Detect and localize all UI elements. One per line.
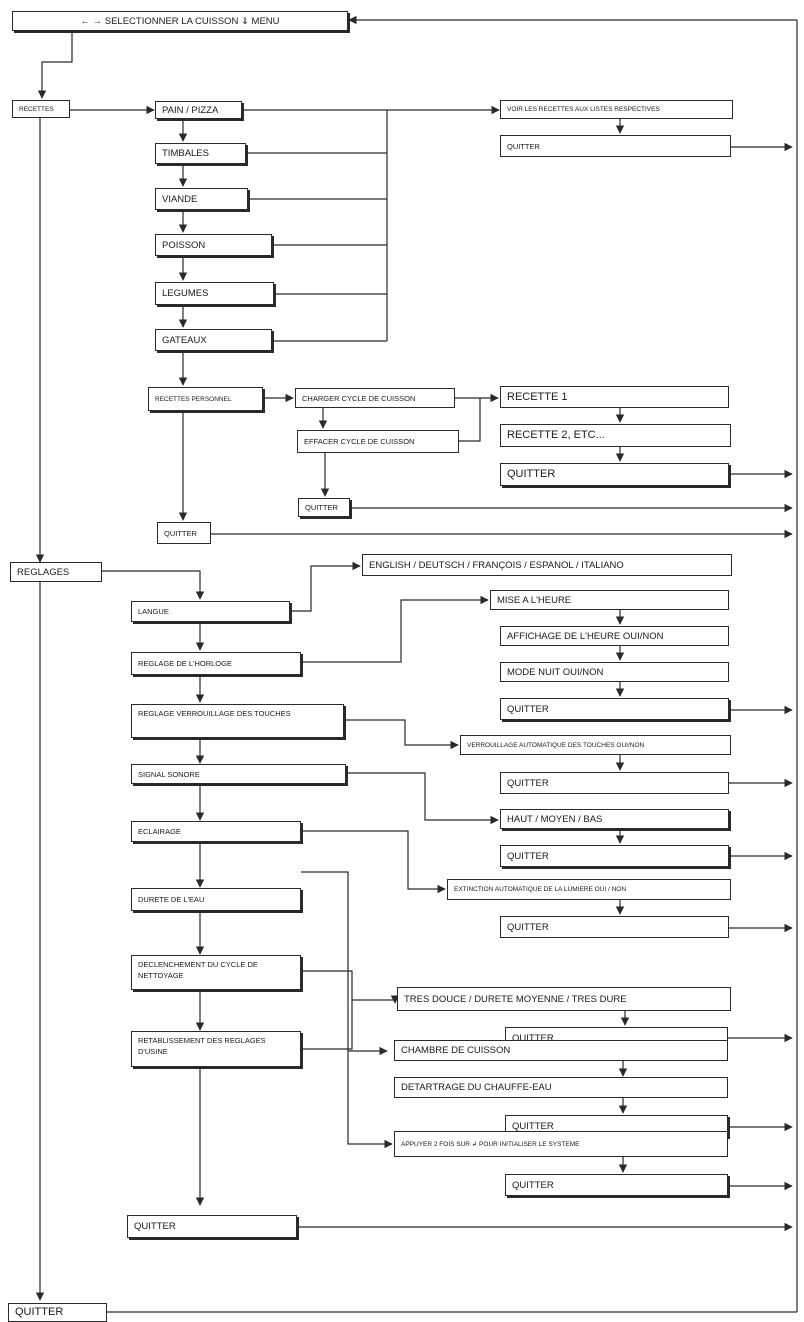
- gateaux-box: GATEAUX: [155, 329, 272, 351]
- langue-box: LANGUE: [131, 601, 290, 622]
- quitter-recettes-box: QUITTER: [500, 135, 731, 157]
- signal-box: SIGNAL SONORE: [131, 764, 346, 784]
- quitter-final-box: QUITTER: [8, 1303, 107, 1322]
- recette-1-box: RECETTE 1: [500, 386, 729, 408]
- durete-box: DURETE DE L'EAU: [131, 888, 301, 911]
- mise-heure-box: MISE A L'HEURE: [490, 590, 729, 610]
- quitter-horloge-box: QUITTER: [500, 698, 729, 720]
- charger-cycle-box: CHARGER CYCLE DE CUISSON: [295, 388, 455, 408]
- haut-moyen-bas-box: HAUT / MOYEN / BAS: [500, 809, 729, 829]
- main-menu-box: ← → SELECTIONNER LA CUISSON ⇓ MENU: [12, 11, 348, 31]
- recettes-personnel-box: RECETTES PERSONNEL: [148, 387, 263, 411]
- eclairage-box: ECLAIRAGE: [131, 821, 301, 842]
- quitter-signal-box: QUITTER: [500, 845, 729, 867]
- verrouillage-auto-box: VERROUILLAGE AUTOMATIQUE DES TOUCHES OUI…: [460, 735, 731, 755]
- declenchement-box: DECLENCHEMENT DU CYCLE DE NETTOYAGE: [131, 955, 301, 990]
- voir-recettes-box: VOIR LES RECETTES AUX LISTES RESPECTIVES: [500, 100, 733, 119]
- extinction-box: EXTINCTION AUTOMATIQUE DE LA LUMIERE OUI…: [447, 879, 731, 900]
- recette-2-box: RECETTE 2, ETC...: [500, 424, 731, 447]
- legumes-box: LEGUMES: [155, 282, 274, 305]
- retablissement-box: RETABLISSEMENT DES REGLAGES D'USINE: [131, 1031, 301, 1067]
- appuyer-box: APPUYER 2 FOIS SUR ↲ POUR INITIALISER LE…: [394, 1131, 728, 1157]
- quitter-verrouillage-box: QUITTER: [500, 772, 729, 794]
- chambre-box: CHAMBRE DE CUISSON: [394, 1040, 728, 1061]
- poisson-box: POISSON: [155, 234, 272, 256]
- horloge-box: REGLAGE DE L'HORLOGE: [131, 652, 301, 675]
- effacer-cycle-box: EFFACER CYCLE DE CUISSON: [297, 430, 459, 453]
- quitter-recette-list-box: QUITTER: [500, 463, 729, 486]
- reglages-box: REGLAGES: [10, 562, 102, 582]
- tres-douce-box: TRES DOUCE / DURETE MOYENNE / TRES DURE: [397, 987, 731, 1011]
- viande-box: VIANDE: [155, 188, 248, 210]
- quitter-reglages-box: QUITTER: [127, 1215, 297, 1238]
- pain-pizza-box: PAIN / PIZZA: [155, 101, 242, 119]
- timbales-box: TIMBALES: [155, 143, 246, 164]
- quitter-personnel-sub-box: QUITTER: [298, 498, 350, 517]
- verrouillage-box: REGLAGE VERROUILLAGE DES TOUCHES: [131, 704, 344, 738]
- quitter-retablissement-box: QUITTER: [505, 1174, 728, 1196]
- detartrage-box: DETARTRAGE DU CHAUFFE-EAU: [394, 1077, 728, 1098]
- mode-nuit-box: MODE NUIT OUI/NON: [500, 662, 729, 682]
- recettes-box: RECETTES: [12, 100, 70, 118]
- affichage-heure-box: AFFICHAGE DE L'HEURE OUI/NON: [500, 626, 729, 646]
- languages-box: ENGLISH / DEUTSCH / FRANÇOIS / ESPANOL /…: [362, 554, 732, 576]
- quitter-eclairage-box: QUITTER: [500, 916, 729, 938]
- quitter-recettes-section-box: QUITTER: [157, 522, 211, 544]
